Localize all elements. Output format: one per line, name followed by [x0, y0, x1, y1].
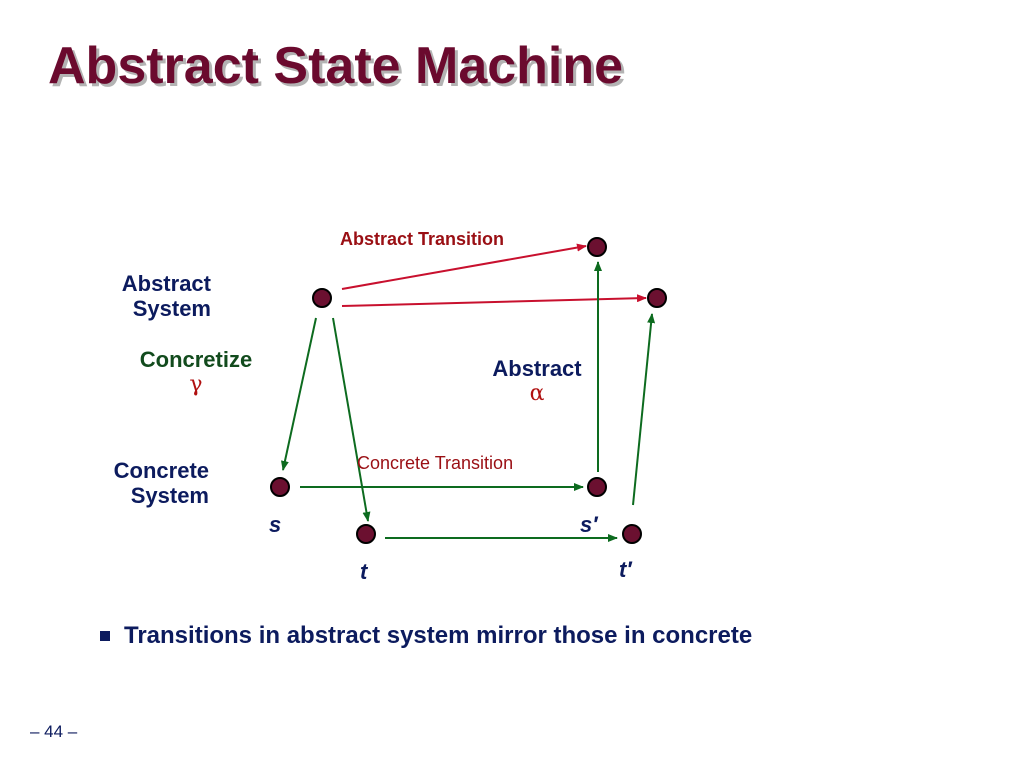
- state-node-s-prime: [587, 477, 607, 497]
- concrete-system-label-line2: System: [130, 483, 209, 509]
- state-label-t: t: [360, 559, 368, 584]
- abstract-transition-label: Abstract Transition: [340, 229, 505, 249]
- state-node-s: [270, 477, 290, 497]
- concrete-system-label: Concrete System: [114, 458, 209, 509]
- abstract-system-label-line2: System: [132, 296, 211, 322]
- gamma-symbol: γ: [189, 372, 203, 398]
- page-number: – 44 –: [30, 722, 78, 741]
- state-node-t: [356, 524, 376, 544]
- state-label-s-prime: s′: [580, 512, 598, 537]
- concretize-label: Concretize γ: [130, 347, 262, 398]
- abstract-node-target-2: [647, 288, 667, 308]
- abstract-map-text: Abstract: [492, 356, 582, 381]
- bullet-text: Transitions in abstract system mirror th…: [124, 622, 753, 649]
- abstract-transition-arrow-upper: [341, 243, 587, 290]
- state-label-s: s: [269, 512, 282, 537]
- bullet-item: Transitions in abstract system mirror th…: [100, 622, 752, 650]
- state-node-t-prime: [622, 524, 642, 544]
- alpha-symbol: α: [529, 381, 545, 407]
- concrete-system-label-line1: Concrete: [113, 458, 209, 483]
- abstract-node-target-1: [587, 237, 607, 257]
- bullet-marker-icon: [100, 631, 110, 641]
- abstract-map-label: Abstract α: [484, 356, 590, 407]
- page-title: Abstract State Machine: [48, 37, 624, 95]
- abstract-node-source: [312, 288, 332, 308]
- concrete-transition-label: Concrete Transition: [357, 453, 514, 473]
- abstract-arrow-from-t-prime: [632, 313, 656, 506]
- abstract-system-label: Abstract System: [122, 271, 211, 322]
- state-label-t-prime: t′: [619, 557, 632, 582]
- abstract-system-label-line1: Abstract: [121, 271, 211, 296]
- abstract-transition-arrow-lower: [341, 294, 647, 307]
- concretize-text: Concretize: [139, 347, 253, 372]
- concretize-arrow-to-t: [332, 317, 371, 522]
- concretize-arrow-to-s: [281, 317, 317, 471]
